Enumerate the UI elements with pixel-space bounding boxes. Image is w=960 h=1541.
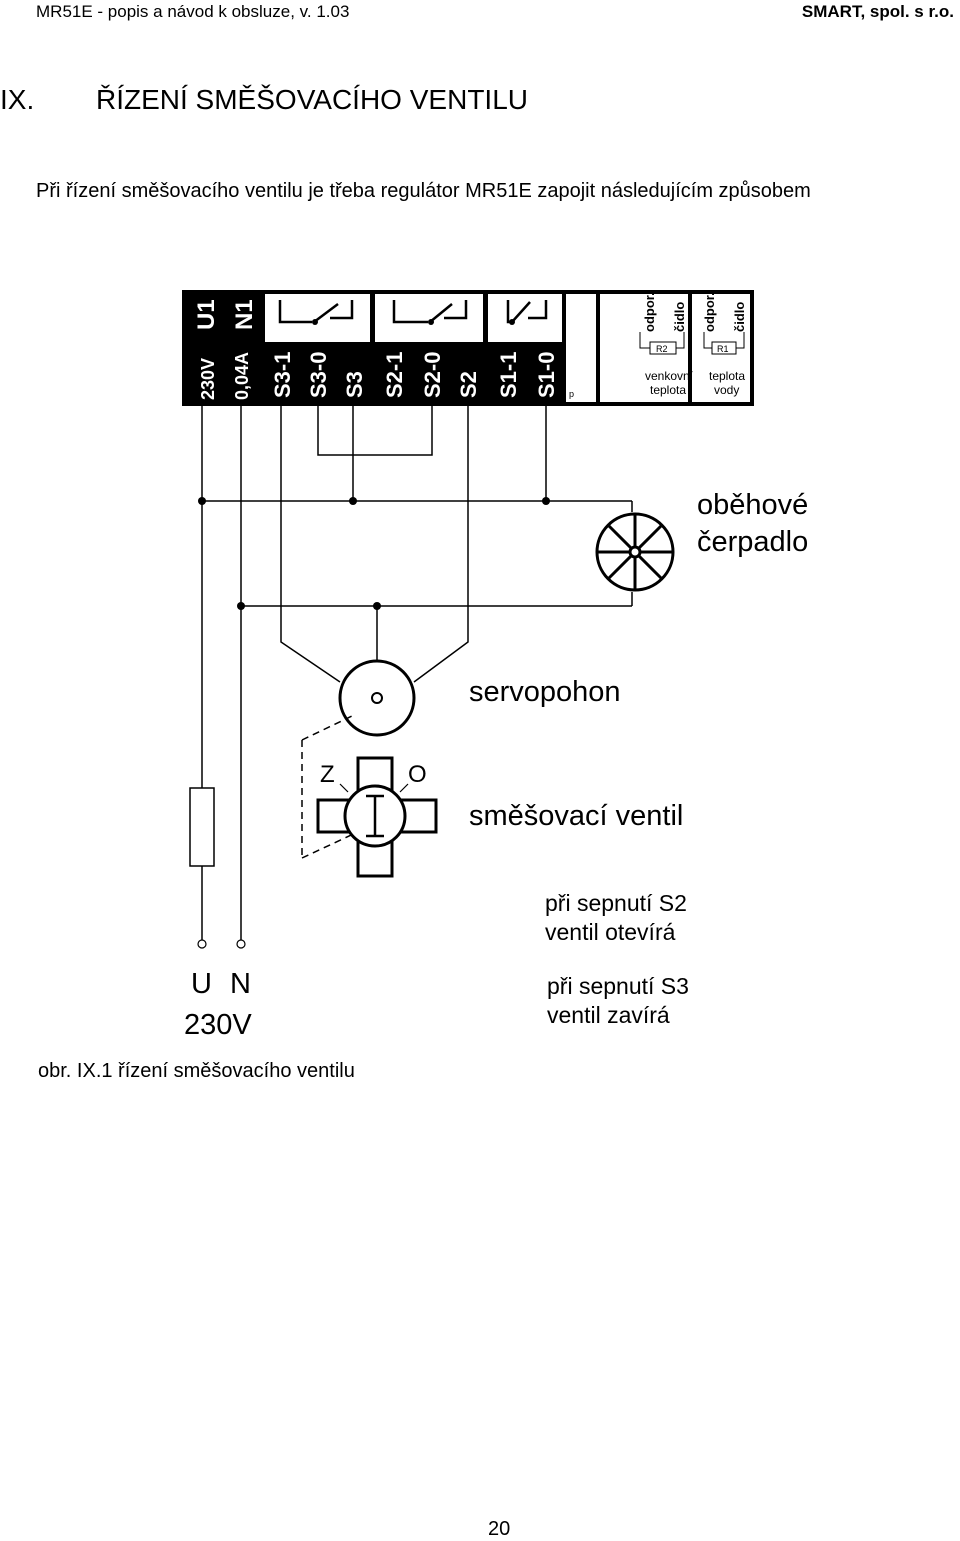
note-s3-line2: ventil zavírá [547,1002,670,1028]
relay-s1-box [488,294,562,342]
sensor-right-measure-label-2: vody [714,383,739,397]
terminal-p-label: p [569,389,574,399]
note-s3-line1: při sepnutí S3 [547,973,689,999]
valve-z-label: Z [320,761,335,788]
wires [201,406,633,940]
resistor-r2-label: R2 [656,344,668,354]
pump-label-line1: oběhové [697,489,808,521]
valve-o-label: O [408,761,427,788]
terminal-s2-label: S2 [456,371,481,398]
relay-s3-switch-icon [278,300,354,324]
relay-s2-switch-icon [392,300,468,324]
sensor-box [600,294,750,402]
header-document-title: MR51E - popis a návod k obsluze, v. 1.03 [36,2,350,21]
sensor-left-type-label: odpor. [642,292,657,332]
pump-icon [595,512,675,592]
note-s2-line1: při sepnutí S2 [545,890,687,916]
sensor-left-measure-label: venkovní [645,369,694,383]
terminal-u1-label: U1 [193,299,220,330]
terminal-u-icon [197,939,207,949]
terminal-n-icon [236,939,246,949]
terminal-block: U1 N1 230V 0,04A S3-1 S3-0 S3 S2-1 S2-0 … [182,290,754,406]
sensor-left-kind-label: čidlo [672,302,687,332]
mechanical-link [301,715,363,859]
mixing-valve-icon [316,756,438,878]
valve-label: směšovací ventil [469,800,683,832]
supply-u-label: U [191,968,212,1000]
resistor-r1-label: R1 [717,344,729,354]
resistor-r2-icon [639,332,685,355]
terminal-s3-0-label: S3-0 [306,352,331,398]
terminal-s3-1-label: S3-1 [270,352,295,398]
sensor-right-kind-label: čidlo [732,302,747,332]
sensor-left-measure-label-2: teplota [650,383,686,397]
page-number: 20 [488,1518,511,1540]
terminal-s3-label: S3 [342,371,367,398]
header-company: SMART, spol. s r.o. [801,2,954,21]
power-current-label: 0,04A [232,352,252,400]
sensor-right-measure-label: teplota [709,369,745,383]
resistor-r1-icon [703,332,745,355]
terminal-s1-0-label: S1-0 [534,352,559,398]
actuator-label: servopohon [469,676,621,708]
fuse-icon [189,787,215,867]
section-title: ŘÍZENÍ SMĚŠOVACÍHO VENTILU [96,84,528,115]
supply-n-label: N [230,968,251,1000]
junctions [198,497,550,610]
actuator-icon [338,659,416,737]
power-voltage-label: 230V [198,358,218,400]
terminal-s2-1-label: S2-1 [382,352,407,398]
figure-caption: obr. IX.1 řízení směšovacího ventilu [38,1060,355,1082]
note-s2-line2: ventil otevírá [545,919,676,945]
terminal-n1-label: N1 [231,299,258,330]
supply-voltage-label: 230V [184,1009,252,1041]
sensor-right-type-label: odpor. [702,292,717,332]
intro-paragraph: Při řízení směšovacího ventilu je třeba … [36,180,811,202]
section-number: IX. [0,84,35,115]
terminal-s1-1-label: S1-1 [496,352,521,398]
pump-label-line2: čerpadlo [697,526,808,558]
terminal-s2-0-label: S2-0 [420,352,445,398]
p-box [566,294,596,402]
